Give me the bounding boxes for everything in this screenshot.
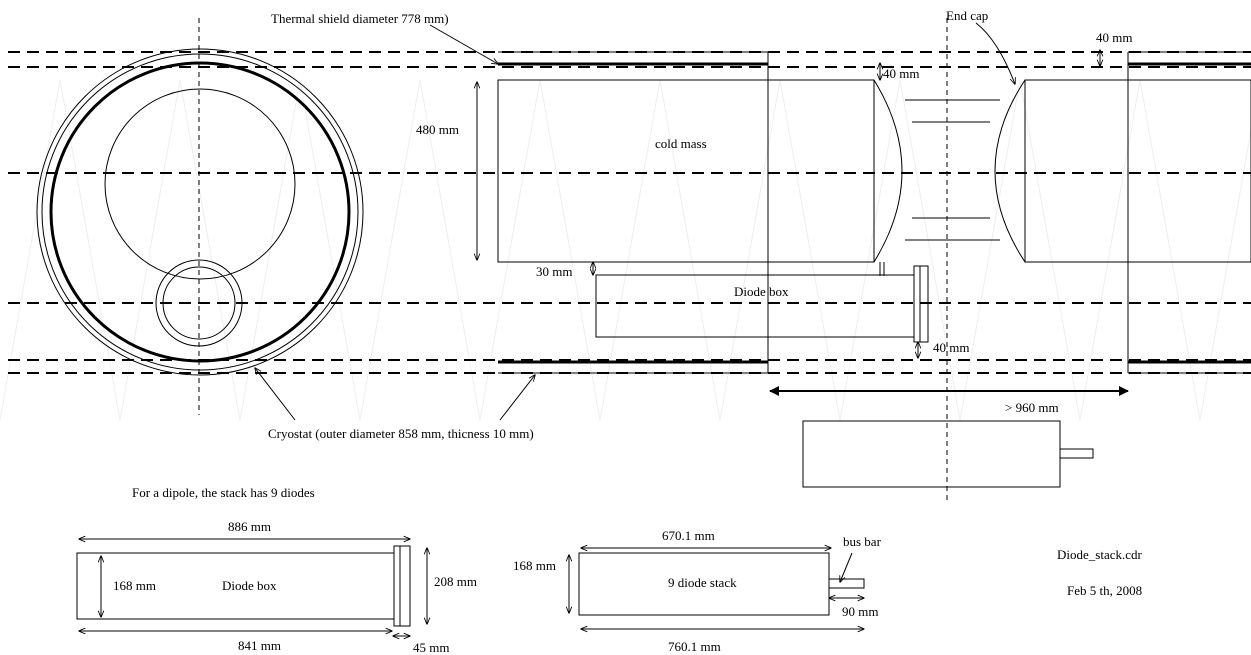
dim-40-top-right: 40 mm bbox=[1096, 30, 1132, 45]
leader-lines bbox=[255, 22, 1015, 421]
dim-45: 45 mm bbox=[413, 640, 449, 655]
end-cap-label: End cap bbox=[946, 8, 988, 23]
dim-90: 90 mm bbox=[842, 604, 878, 619]
watermark-pattern bbox=[0, 79, 1251, 421]
diode-box-detail bbox=[76, 539, 427, 636]
dim-30: 30 mm bbox=[536, 264, 572, 279]
cold-mass-right bbox=[994, 79, 1251, 263]
dipole-note: For a dipole, the stack has 9 diodes bbox=[132, 485, 315, 500]
dim-841: 841 mm bbox=[238, 638, 281, 653]
dim-40-bottom: 40 mm bbox=[933, 340, 969, 355]
file-name: Diode_stack.cdr bbox=[1057, 547, 1143, 562]
dim-670: 670.1 mm bbox=[662, 528, 715, 543]
cross-section bbox=[36, 18, 364, 415]
diode-box-side bbox=[595, 265, 929, 343]
interconnect bbox=[905, 99, 1000, 241]
dim-886: 886 mm bbox=[228, 519, 271, 534]
dimensions-top bbox=[477, 50, 1129, 396]
dashed-reference-lines bbox=[8, 51, 1251, 374]
dim-760: 760.1 mm bbox=[668, 639, 721, 654]
diode-box-bottom-label: Diode box bbox=[222, 578, 277, 593]
dim-168-left: 168 mm bbox=[113, 578, 156, 593]
diode-box-top-label: Diode box bbox=[734, 284, 789, 299]
cryostat-label: Cryostat (outer diameter 858 mm, thicnes… bbox=[268, 426, 534, 441]
dim-960: > 960 mm bbox=[1005, 400, 1059, 415]
labels: Thermal shield diameter 778 mm) End cap … bbox=[113, 8, 1143, 655]
diode-stack-label: 9 diode stack bbox=[668, 575, 737, 590]
dim-480: 480 mm bbox=[416, 122, 459, 137]
dim-208: 208 mm bbox=[434, 574, 477, 589]
date-label: Feb 5 th, 2008 bbox=[1067, 583, 1142, 598]
side-view-shells bbox=[498, 51, 1251, 374]
diode-stack-detail bbox=[569, 548, 864, 629]
cold-mass-label: cold mass bbox=[655, 136, 707, 151]
bus-bar-label: bus bar bbox=[843, 534, 882, 549]
thermal-shield-label: Thermal shield diameter 778 mm) bbox=[271, 11, 449, 26]
dim-168-right: 168 mm bbox=[513, 558, 556, 573]
diode-stack-side bbox=[802, 420, 1094, 488]
cold-mass-left bbox=[497, 79, 903, 276]
dim-40-top: 40 mm bbox=[883, 66, 919, 81]
